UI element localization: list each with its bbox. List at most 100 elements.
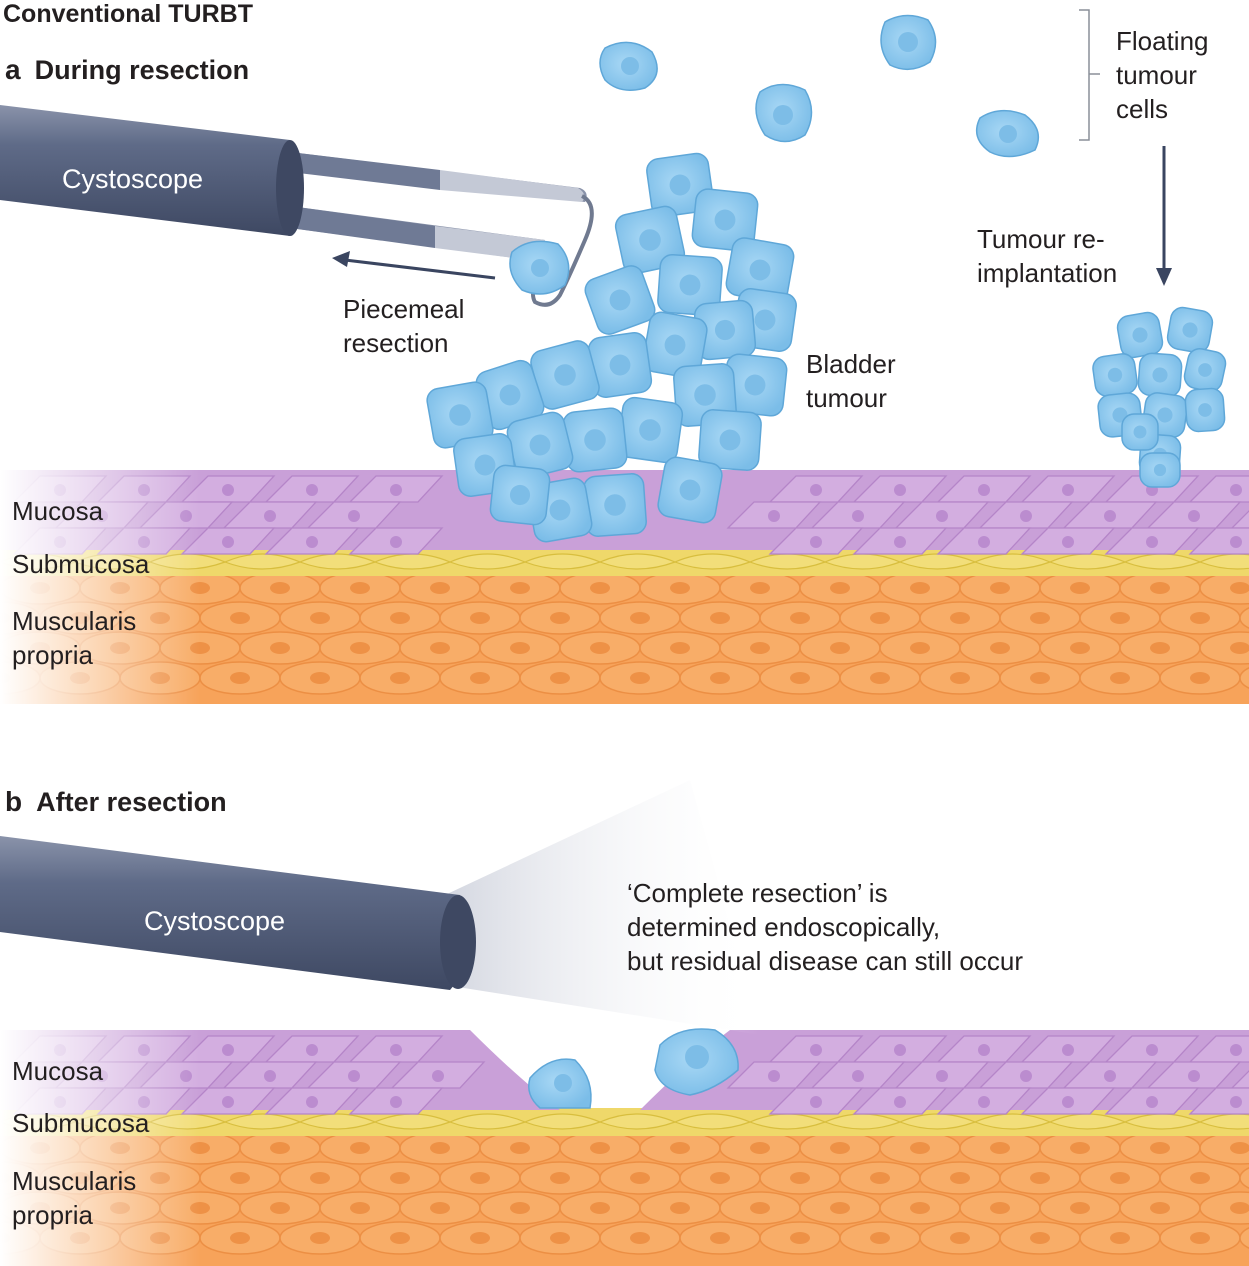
mucosa-cell-nucleus: [936, 1070, 948, 1082]
tumour-cell: [1183, 347, 1227, 393]
muscle-cell-nucleus: [790, 672, 810, 684]
mucosa-cell-nucleus: [390, 484, 402, 496]
tumour-cell-nucleus: [639, 419, 661, 441]
submucosa-cell: [1198, 553, 1249, 570]
muscle-cell-nucleus: [950, 1232, 970, 1244]
piecemeal-resection-line2: resection: [343, 328, 449, 358]
muscle-cell-nucleus: [390, 1232, 410, 1244]
mucosa-cell-nucleus: [348, 1070, 360, 1082]
tumour-cell: [530, 340, 600, 410]
muscle-cell-nucleus: [950, 672, 970, 684]
muscle-cell-nucleus: [670, 582, 690, 594]
muscle-cell-nucleus: [710, 1172, 730, 1184]
bladder-tumour: [426, 152, 797, 543]
panel-b-submucosa-label: Submucosa: [12, 1108, 150, 1138]
mucosa-cell-nucleus: [264, 510, 276, 522]
muscle-cell-nucleus: [1070, 1202, 1090, 1214]
muscle-cell-nucleus: [390, 612, 410, 624]
muscle-cell-nucleus: [470, 672, 490, 684]
floating-tumour-cells-label: Floating tumour cells: [1116, 24, 1209, 126]
muscle-cell-nucleus: [470, 1172, 490, 1184]
muscle-cell: [1239, 667, 1249, 689]
mucosa-cell-nucleus: [852, 510, 864, 522]
tumour-cell-nucleus: [744, 374, 766, 396]
floating-label-line2: tumour: [1116, 60, 1197, 90]
muscle-cell-nucleus: [830, 1142, 850, 1154]
tumour-cell-nucleus: [584, 429, 606, 451]
tumour-cell-nucleus: [604, 494, 626, 516]
mucosa-cell-nucleus: [1188, 510, 1200, 522]
muscle-cell-nucleus: [1030, 1172, 1050, 1184]
muscle-cell-nucleus: [870, 612, 890, 624]
mucosa-cell-nucleus: [1104, 1070, 1116, 1082]
muscle-cell-nucleus: [230, 1232, 250, 1244]
tumour-reimplantation-label: Tumour re- implantation: [977, 222, 1117, 290]
mucosa-cell-nucleus: [810, 1044, 822, 1056]
tumour-cell: [475, 359, 545, 431]
tumour-cell: [506, 411, 574, 479]
tumour-cell-nucleus: [639, 229, 661, 251]
mucosa-cell-nucleus: [978, 484, 990, 496]
mucosa-cell-nucleus: [222, 484, 234, 496]
floating-tumour-cells: [509, 14, 1040, 295]
tumour-cell-nucleus: [714, 319, 736, 341]
muscle-cell-nucleus: [510, 1202, 530, 1214]
muscle-cell-nucleus: [590, 1142, 610, 1154]
muscle-cell-nucleus: [230, 672, 250, 684]
tumour-cell-nucleus: [449, 404, 471, 426]
mucosa-cell-nucleus: [1062, 484, 1074, 496]
tumour-cell-nucleus: [1152, 367, 1168, 383]
mucosa-cell-nucleus: [1146, 1096, 1158, 1108]
tumour-cell: [1137, 352, 1183, 398]
panel-a-mucosa-label: Mucosa: [12, 496, 104, 526]
mucosa-cell-nucleus: [1230, 1096, 1242, 1108]
muscle-cell-nucleus: [1150, 1202, 1170, 1214]
muscle-cell-nucleus: [510, 1142, 530, 1154]
mucosa-cell-nucleus: [810, 536, 822, 548]
muscle-cell-nucleus: [1150, 582, 1170, 594]
mucosa-cell-nucleus: [306, 484, 318, 496]
muscle-cell-nucleus: [1150, 642, 1170, 654]
tumour-cell-nucleus: [554, 364, 576, 386]
tumour-cell-nucleus: [1132, 327, 1148, 343]
panel-b-cystoscope-shaft: [0, 836, 473, 990]
muscle-cell-nucleus: [1230, 642, 1249, 654]
floating-label-line1: Floating: [1116, 26, 1209, 56]
mucosa-cell-nucleus: [1104, 510, 1116, 522]
muscle-cell-nucleus: [950, 1172, 970, 1184]
muscle-cell-nucleus: [750, 1142, 770, 1154]
mucosa-cell: [1230, 1070, 1249, 1089]
panel-a-title: During resection: [34, 55, 250, 85]
mucosa-cell-nucleus: [978, 1044, 990, 1056]
muscle-cell-nucleus: [790, 1172, 810, 1184]
mucosa-cell-nucleus: [1020, 510, 1032, 522]
muscle-cell-nucleus: [1030, 1232, 1050, 1244]
muscle-cell-nucleus: [430, 582, 450, 594]
muscle-cell-nucleus: [270, 582, 290, 594]
muscle-cell-nucleus: [1070, 1142, 1090, 1154]
muscle-cell-nucleus: [270, 1142, 290, 1154]
muscle-cell-nucleus: [550, 672, 570, 684]
muscle-cell-nucleus: [550, 1172, 570, 1184]
reimplanted-tumour-cluster: [1092, 306, 1227, 488]
tumour-cell: [1166, 306, 1214, 354]
tumour-cell: [691, 188, 759, 252]
tumour-cell-nucleus: [694, 384, 716, 406]
muscle-cell-nucleus: [550, 1232, 570, 1244]
muscle-cell-nucleus: [630, 612, 650, 624]
muscle-cell-nucleus: [830, 582, 850, 594]
tumour-cell: [1092, 353, 1138, 397]
tumour-cell: [698, 409, 762, 471]
panel-b-muscularis-label: Muscularis propria: [12, 1164, 136, 1232]
muscle-cell-nucleus: [1030, 612, 1050, 624]
panel-a-muscularis-line2: propria: [12, 640, 93, 670]
muscle-cell-nucleus: [1070, 582, 1090, 594]
bladder-tumour-line1: Bladder: [806, 349, 896, 379]
tumour-cell: [616, 396, 684, 464]
muscle-cell-nucleus: [990, 642, 1010, 654]
muscle-cell: [1199, 631, 1249, 665]
tumour-cell-nucleus: [1107, 367, 1123, 383]
mucosa-cell-nucleus: [264, 1070, 276, 1082]
mucosa-cell-nucleus: [894, 536, 906, 548]
